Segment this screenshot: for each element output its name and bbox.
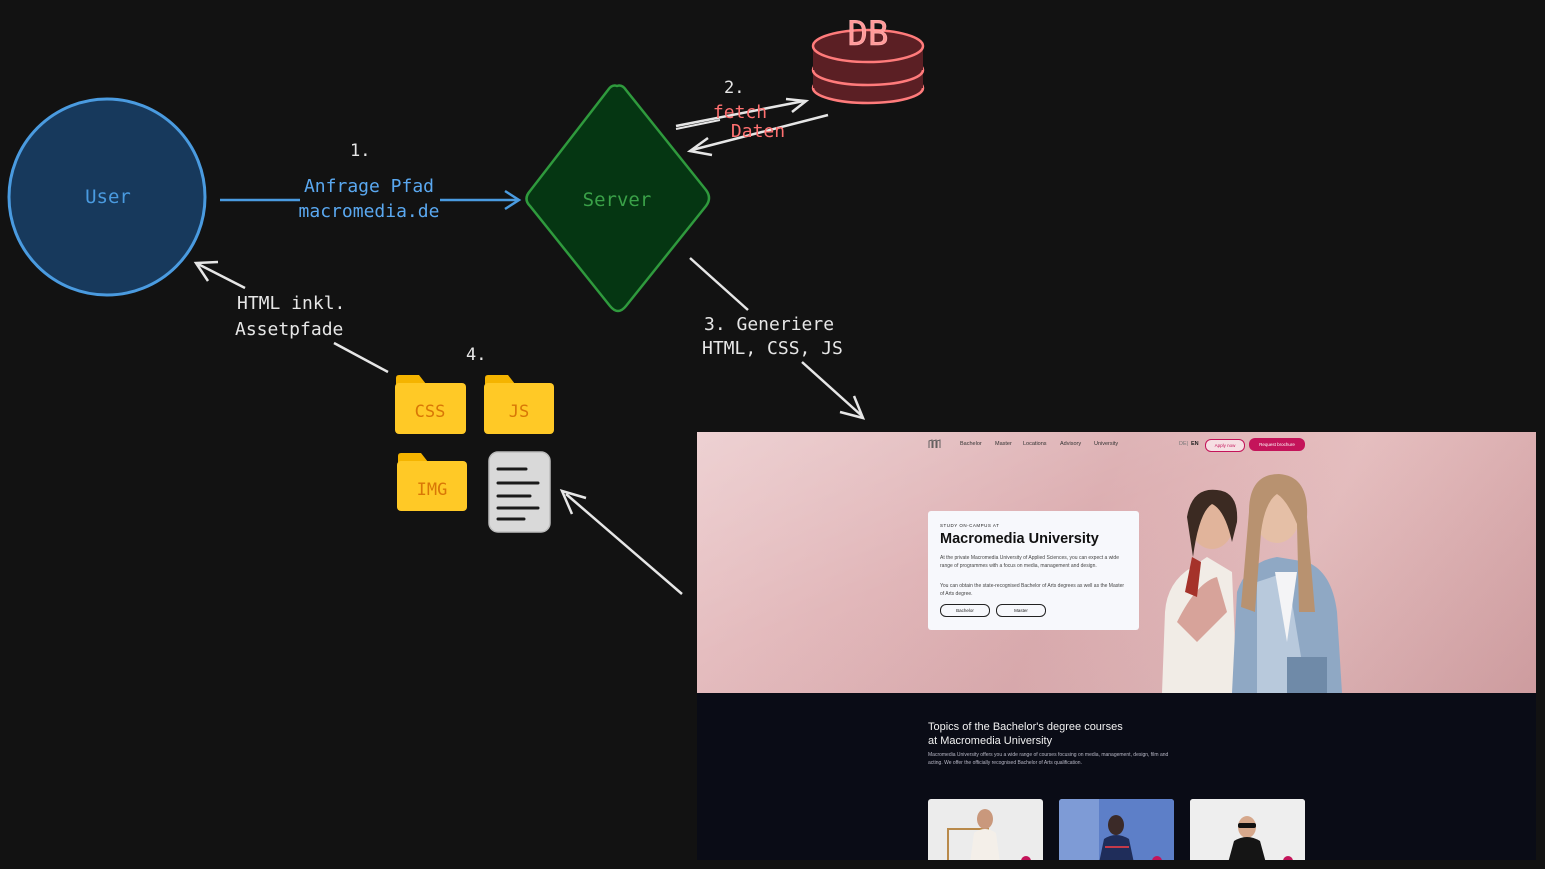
folder-js-label: JS <box>509 402 529 422</box>
hero-card: STUDY ON-CAMPUS AT Macromedia University… <box>928 511 1139 630</box>
master-button[interactable]: Master <box>996 604 1046 617</box>
course-tile-2[interactable] <box>1059 799 1174 860</box>
topics-heading: Topics of the Bachelor's degree courses … <box>928 720 1123 748</box>
db-label: DB <box>848 14 889 54</box>
nav-item-university[interactable]: University <box>1094 441 1119 447</box>
lang-de[interactable]: DE <box>1179 441 1187 447</box>
step2-line2: Daten <box>731 121 785 142</box>
topics-heading-line2: at Macromedia University <box>928 735 1053 747</box>
topics-heading-line1: Topics of the Bachelor's degree courses <box>928 721 1123 733</box>
db-node: DB <box>811 14 925 105</box>
topics-section: Topics of the Bachelor's degree courses … <box>697 693 1536 860</box>
step1-line2: macromedia.de <box>299 201 440 222</box>
step2-line1: fetch <box>713 102 767 123</box>
folder-img-icon: IMG <box>397 453 467 511</box>
course-tile-2-image <box>1059 799 1174 860</box>
nav-item-bachelor[interactable]: Bachelor <box>960 441 982 447</box>
folder-js-icon: JS <box>484 375 554 434</box>
arrow-website-to-doc <box>559 489 683 595</box>
hero-title: Macromedia University <box>940 531 1099 547</box>
document-icon <box>488 451 551 533</box>
user-label: User <box>85 186 131 208</box>
step3-line2: HTML, CSS, JS <box>702 338 843 359</box>
hero-paragraph-1: At the private Macromedia University of … <box>940 555 1119 569</box>
bachelor-button[interactable]: Bachelor <box>940 604 990 617</box>
apply-now-button[interactable]: Apply now <box>1205 439 1245 452</box>
folder-css-label: CSS <box>415 402 446 422</box>
hero-eyebrow: STUDY ON-CAMPUS AT <box>940 523 1000 528</box>
arrow-generate <box>689 257 866 420</box>
nav-item-locations[interactable]: Locations <box>1023 441 1047 447</box>
hero-paragraph-2: You can obtain the state-recognised Bach… <box>940 583 1125 597</box>
folder-img-label: IMG <box>417 480 448 500</box>
lang-separator: | <box>1187 441 1189 447</box>
arrow-request <box>220 189 522 211</box>
nav-item-advisory[interactable]: Advisory <box>1060 441 1082 447</box>
step4-line1: HTML inkl. <box>237 293 345 314</box>
step4-line2: Assetpfade <box>235 319 343 340</box>
course-tile-3[interactable] <box>1190 799 1305 860</box>
topics-description: Macromedia University offers you a wide … <box>928 752 1169 766</box>
course-tile-1-image <box>947 809 1031 860</box>
nav-item-master[interactable]: Master <box>995 441 1012 447</box>
folder-css-icon: CSS <box>395 375 466 434</box>
step4-number: 4. <box>466 345 486 365</box>
server-node: Server <box>525 84 711 313</box>
step3-line1: 3. Generiere <box>704 314 834 335</box>
lang-en[interactable]: EN <box>1191 441 1199 447</box>
hero-section: Bachelor Master Locations Advisory Unive… <box>697 432 1536 693</box>
website-preview: Bachelor Master Locations Advisory Unive… <box>697 432 1536 860</box>
step1-number: 1. <box>350 141 370 161</box>
server-label: Server <box>583 189 652 211</box>
step2-number: 2. <box>724 78 744 98</box>
site-logo-icon[interactable] <box>928 439 943 449</box>
step1-line1: Anfrage Pfad <box>304 176 434 197</box>
course-tile-3-image <box>1190 799 1305 860</box>
course-tile-1[interactable] <box>928 799 1043 860</box>
arrow-fetch <box>675 97 829 157</box>
arrow-response <box>193 260 389 374</box>
hero-photo-people <box>1162 474 1342 693</box>
site-navbar: Bachelor Master Locations Advisory Unive… <box>697 438 1536 452</box>
request-brochure-button[interactable]: Request brochure <box>1249 438 1305 451</box>
user-node: User <box>7 97 207 297</box>
